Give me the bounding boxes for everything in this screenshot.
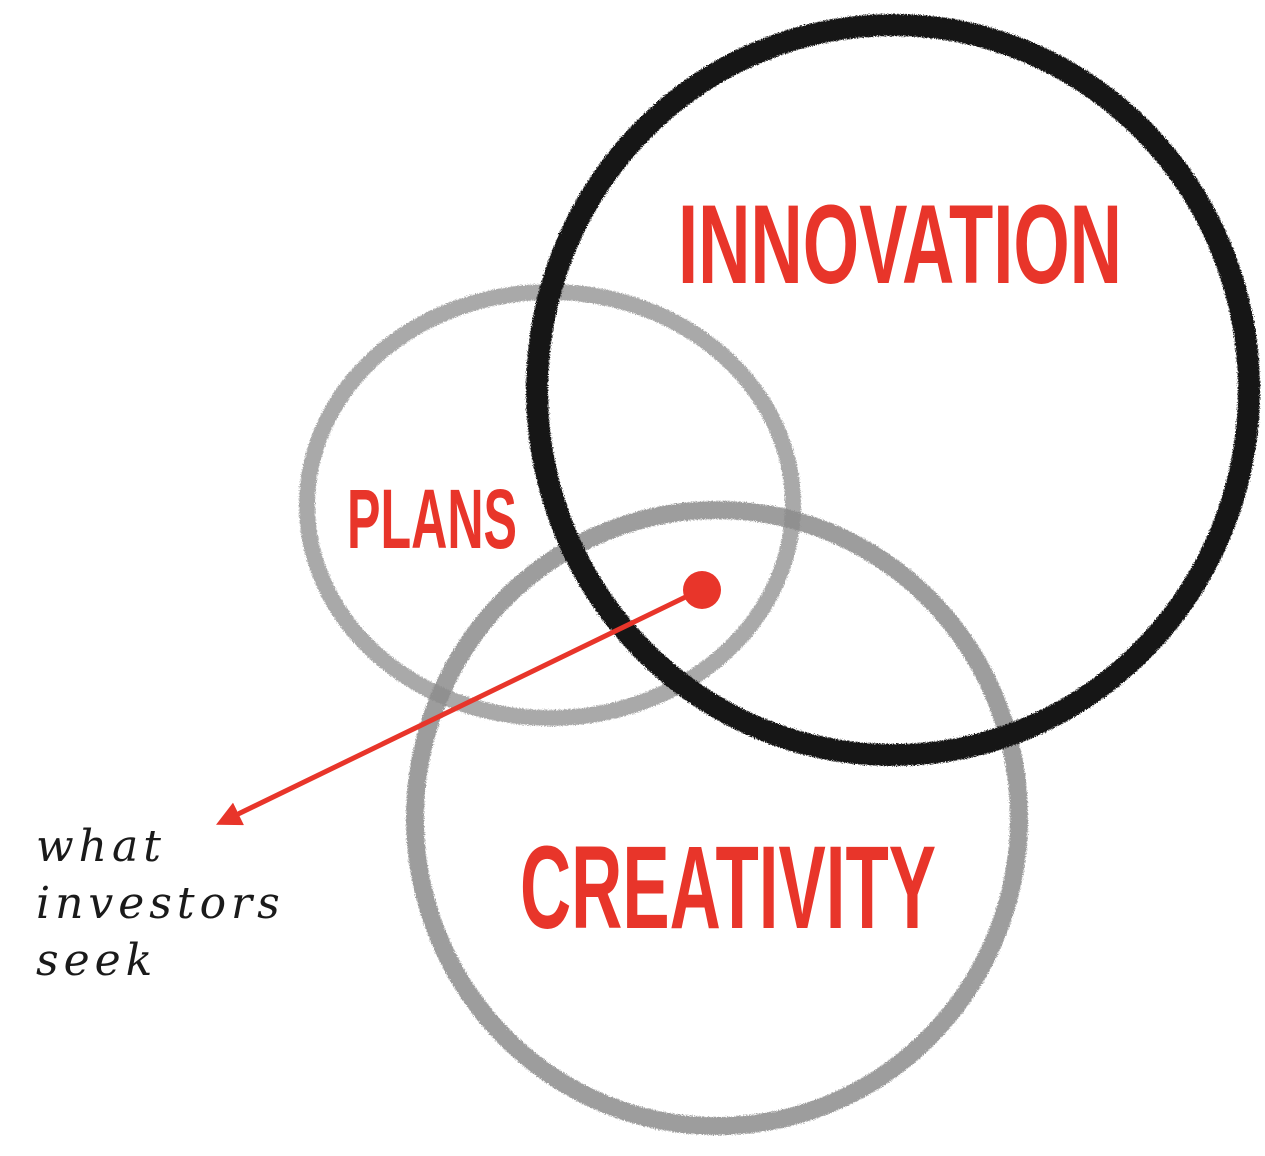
innovation-label: INNOVATION — [678, 182, 1122, 307]
investors-annotation: what investors seek — [36, 818, 285, 989]
creativity-label: CREATIVITY — [520, 822, 936, 954]
annotation-line-1: what — [36, 821, 166, 872]
annotation-line-2: investors — [36, 878, 285, 929]
plans-label: PLANS — [347, 472, 517, 566]
venn-ring-innovation — [526, 14, 1260, 766]
pointer-arrow — [216, 587, 702, 826]
intersection-dot — [683, 571, 721, 609]
venn-ring-creativity — [406, 501, 1028, 1135]
annotation-line-3: seek — [36, 935, 158, 986]
